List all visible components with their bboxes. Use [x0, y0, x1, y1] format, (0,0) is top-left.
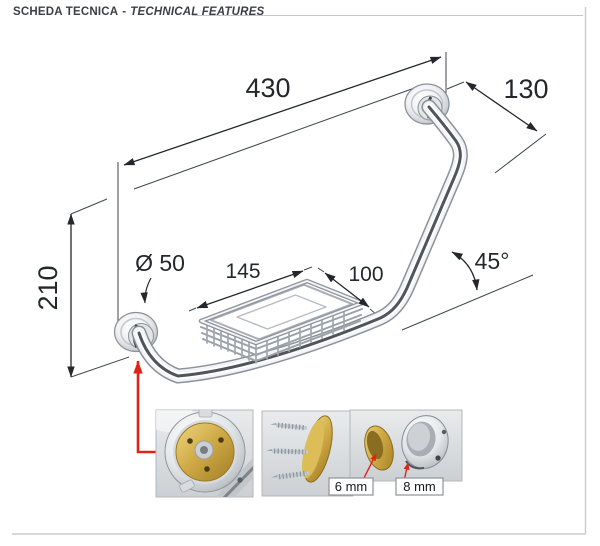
dim-430: 430	[123, 56, 442, 166]
dim-145-value: 145	[225, 260, 260, 283]
dim-100: 100	[324, 263, 384, 308]
dim-angle-45: 45°	[401, 248, 534, 331]
dim-145: 145	[196, 260, 304, 309]
dim-210: 210	[33, 213, 75, 378]
red-leader-6mm	[361, 453, 377, 481]
label-6mm: 6 mm	[328, 477, 374, 496]
photo-rings	[349, 409, 463, 482]
flange-tab-bottom	[179, 479, 195, 493]
label-8mm: 8 mm	[395, 477, 444, 496]
angle-baseline	[401, 274, 534, 331]
screw	[266, 448, 309, 455]
grab-bar-tube	[131, 99, 468, 384]
header-separator: -	[122, 6, 127, 18]
dim-130: 130	[465, 74, 549, 132]
dim-430-value: 430	[245, 73, 290, 103]
photo-flange-base	[155, 409, 254, 498]
page-borders	[12, 7, 587, 535]
flange-tab-top	[198, 410, 213, 418]
dim-130-value: 130	[503, 74, 548, 104]
dim-diameter-value: Ø 50	[135, 250, 185, 276]
dim-diameter-50: Ø 50	[135, 250, 185, 304]
basket-vertical-wires	[206, 311, 345, 364]
screw	[271, 470, 310, 480]
soap-basket	[198, 278, 365, 364]
dim-210-value: 210	[33, 265, 63, 310]
red-callout-arrow	[133, 360, 157, 454]
label-6mm-text: 6 mm	[335, 479, 368, 494]
header-title-italian: SCHEDA TECNICA	[13, 6, 119, 18]
screw	[270, 422, 308, 431]
dim-100-value: 100	[348, 263, 383, 286]
dim-angle-value: 45°	[475, 248, 510, 274]
label-8mm-text: 8 mm	[403, 479, 436, 494]
